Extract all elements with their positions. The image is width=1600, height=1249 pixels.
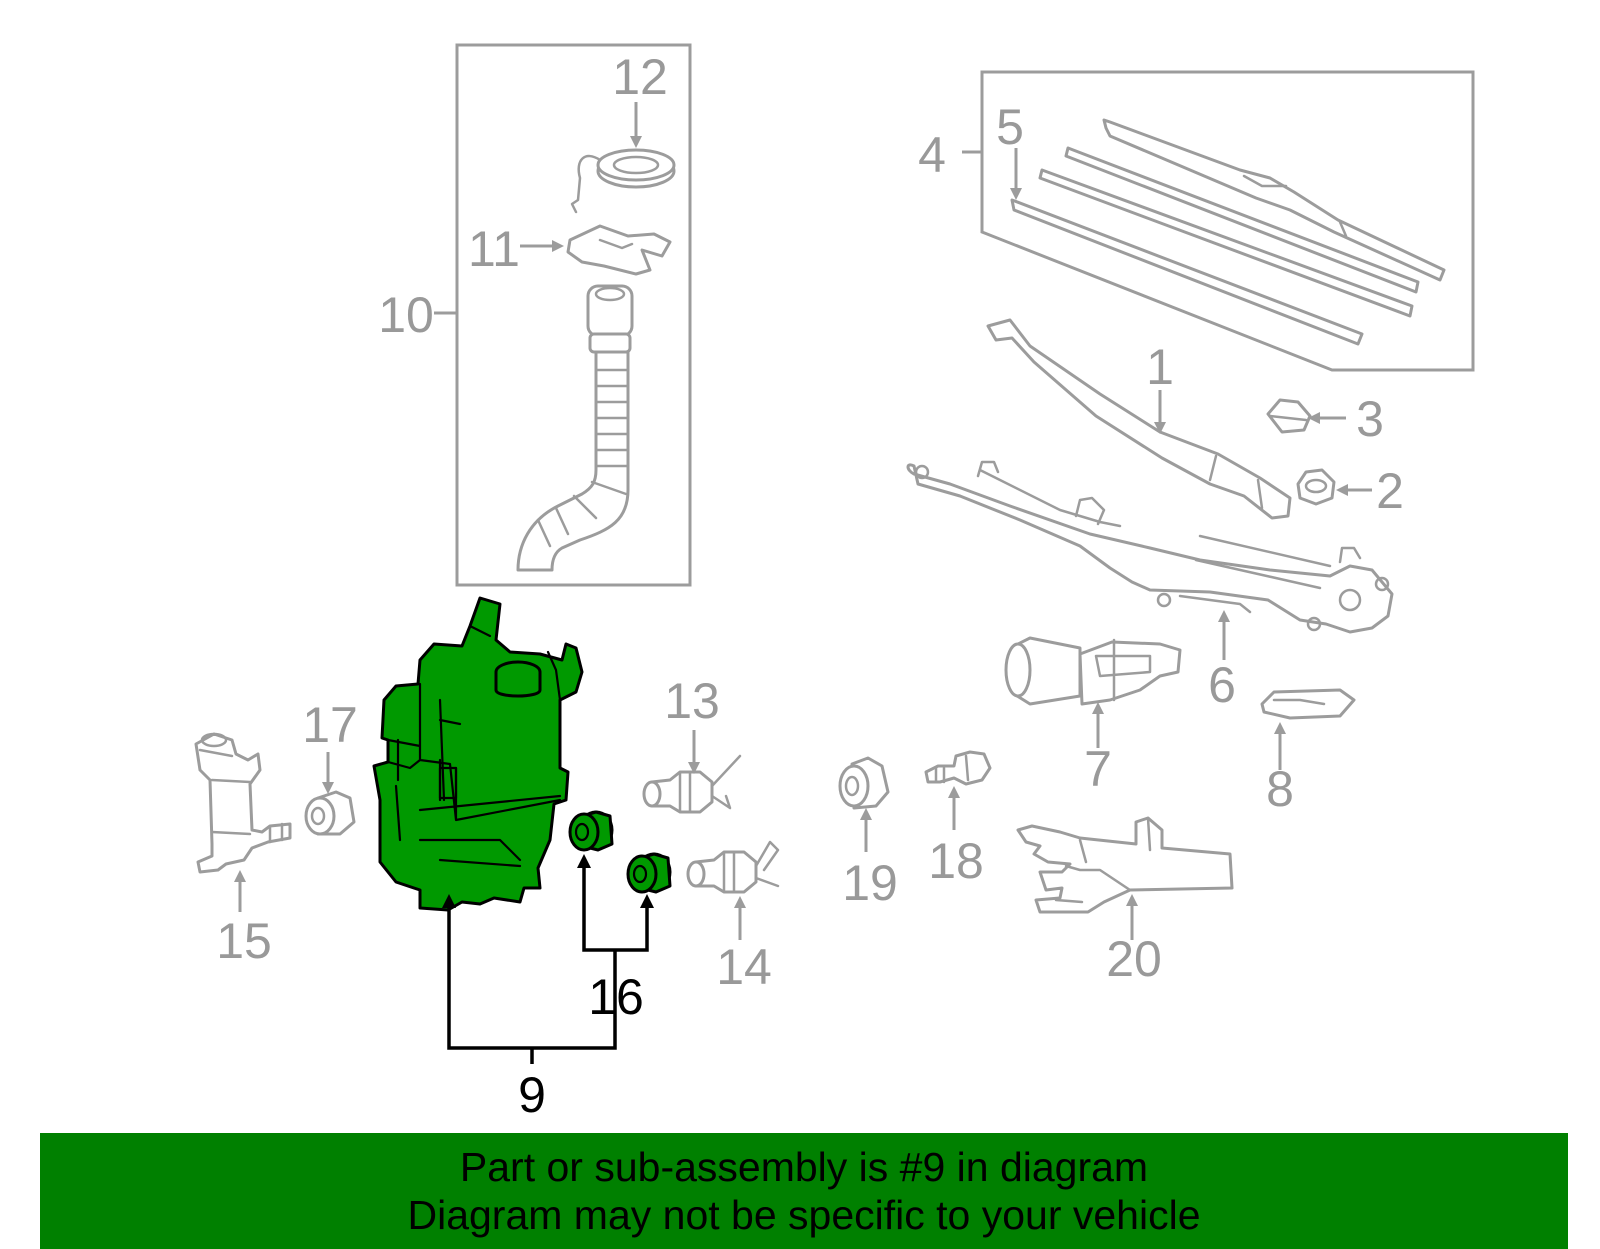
callout-17: 17 [302, 697, 358, 753]
info-banner: Part or sub-assembly is #9 in diagram Di… [40, 1133, 1568, 1249]
callout-9-bracket [442, 894, 617, 1064]
part-2-nut[interactable] [1296, 468, 1336, 506]
callout-6: 6 [1208, 657, 1236, 713]
callout-5: 5 [996, 99, 1024, 155]
callout-16: 16 [588, 969, 644, 1025]
callout-19: 19 [842, 855, 898, 911]
part-1-wiper-arm[interactable] [986, 318, 1292, 520]
part-13-washer-nozzle[interactable] [642, 754, 742, 814]
callout-9: 9 [518, 1067, 546, 1123]
part-8-clip[interactable] [1260, 688, 1356, 720]
callout-7: 7 [1084, 741, 1112, 797]
banner-line-2: Diagram may not be specific to your vehi… [407, 1192, 1201, 1238]
part-16-grommet[interactable] [568, 810, 672, 894]
part-3-arm-cap[interactable] [1266, 398, 1312, 434]
part-4-wiper-blade[interactable] [1064, 118, 1446, 294]
part-11-bracket[interactable] [566, 224, 672, 276]
part-20-bracket[interactable] [1016, 816, 1234, 914]
wiper-blade-box [962, 70, 1475, 372]
callout-14: 14 [716, 939, 772, 995]
part-7-wiper-motor[interactable] [1004, 636, 1182, 706]
part-15-washer-pump[interactable] [194, 732, 292, 874]
callout-3: 3 [1356, 391, 1384, 447]
part-17-grommet[interactable] [304, 790, 356, 836]
part-10-filler-neck[interactable] [516, 284, 634, 572]
callout-2: 2 [1376, 463, 1404, 519]
callout-1: 1 [1146, 339, 1174, 395]
callout-15: 15 [216, 913, 272, 969]
callout-16-bracket [577, 854, 654, 958]
callout-20: 20 [1106, 931, 1162, 987]
part-19-grommet[interactable] [838, 756, 890, 810]
part-5-blade-refill[interactable] [1010, 168, 1414, 346]
callout-12: 12 [612, 49, 668, 105]
part-6-wiper-linkage[interactable] [906, 460, 1394, 634]
callout-8: 8 [1266, 761, 1294, 817]
filler-assembly-box [434, 43, 692, 587]
callout-4: 4 [918, 127, 946, 183]
callout-11: 11 [468, 221, 520, 277]
callout-10: 10 [378, 287, 434, 343]
part-18-clip[interactable] [924, 750, 992, 786]
part-9-washer-reservoir[interactable] [372, 596, 584, 912]
callout-18: 18 [928, 833, 984, 889]
part-14-washer-nozzle[interactable] [686, 840, 780, 894]
callout-13: 13 [664, 673, 720, 729]
part-12-cap-seal[interactable] [570, 148, 676, 214]
banner-line-1: Part or sub-assembly is #9 in diagram [459, 1144, 1149, 1190]
